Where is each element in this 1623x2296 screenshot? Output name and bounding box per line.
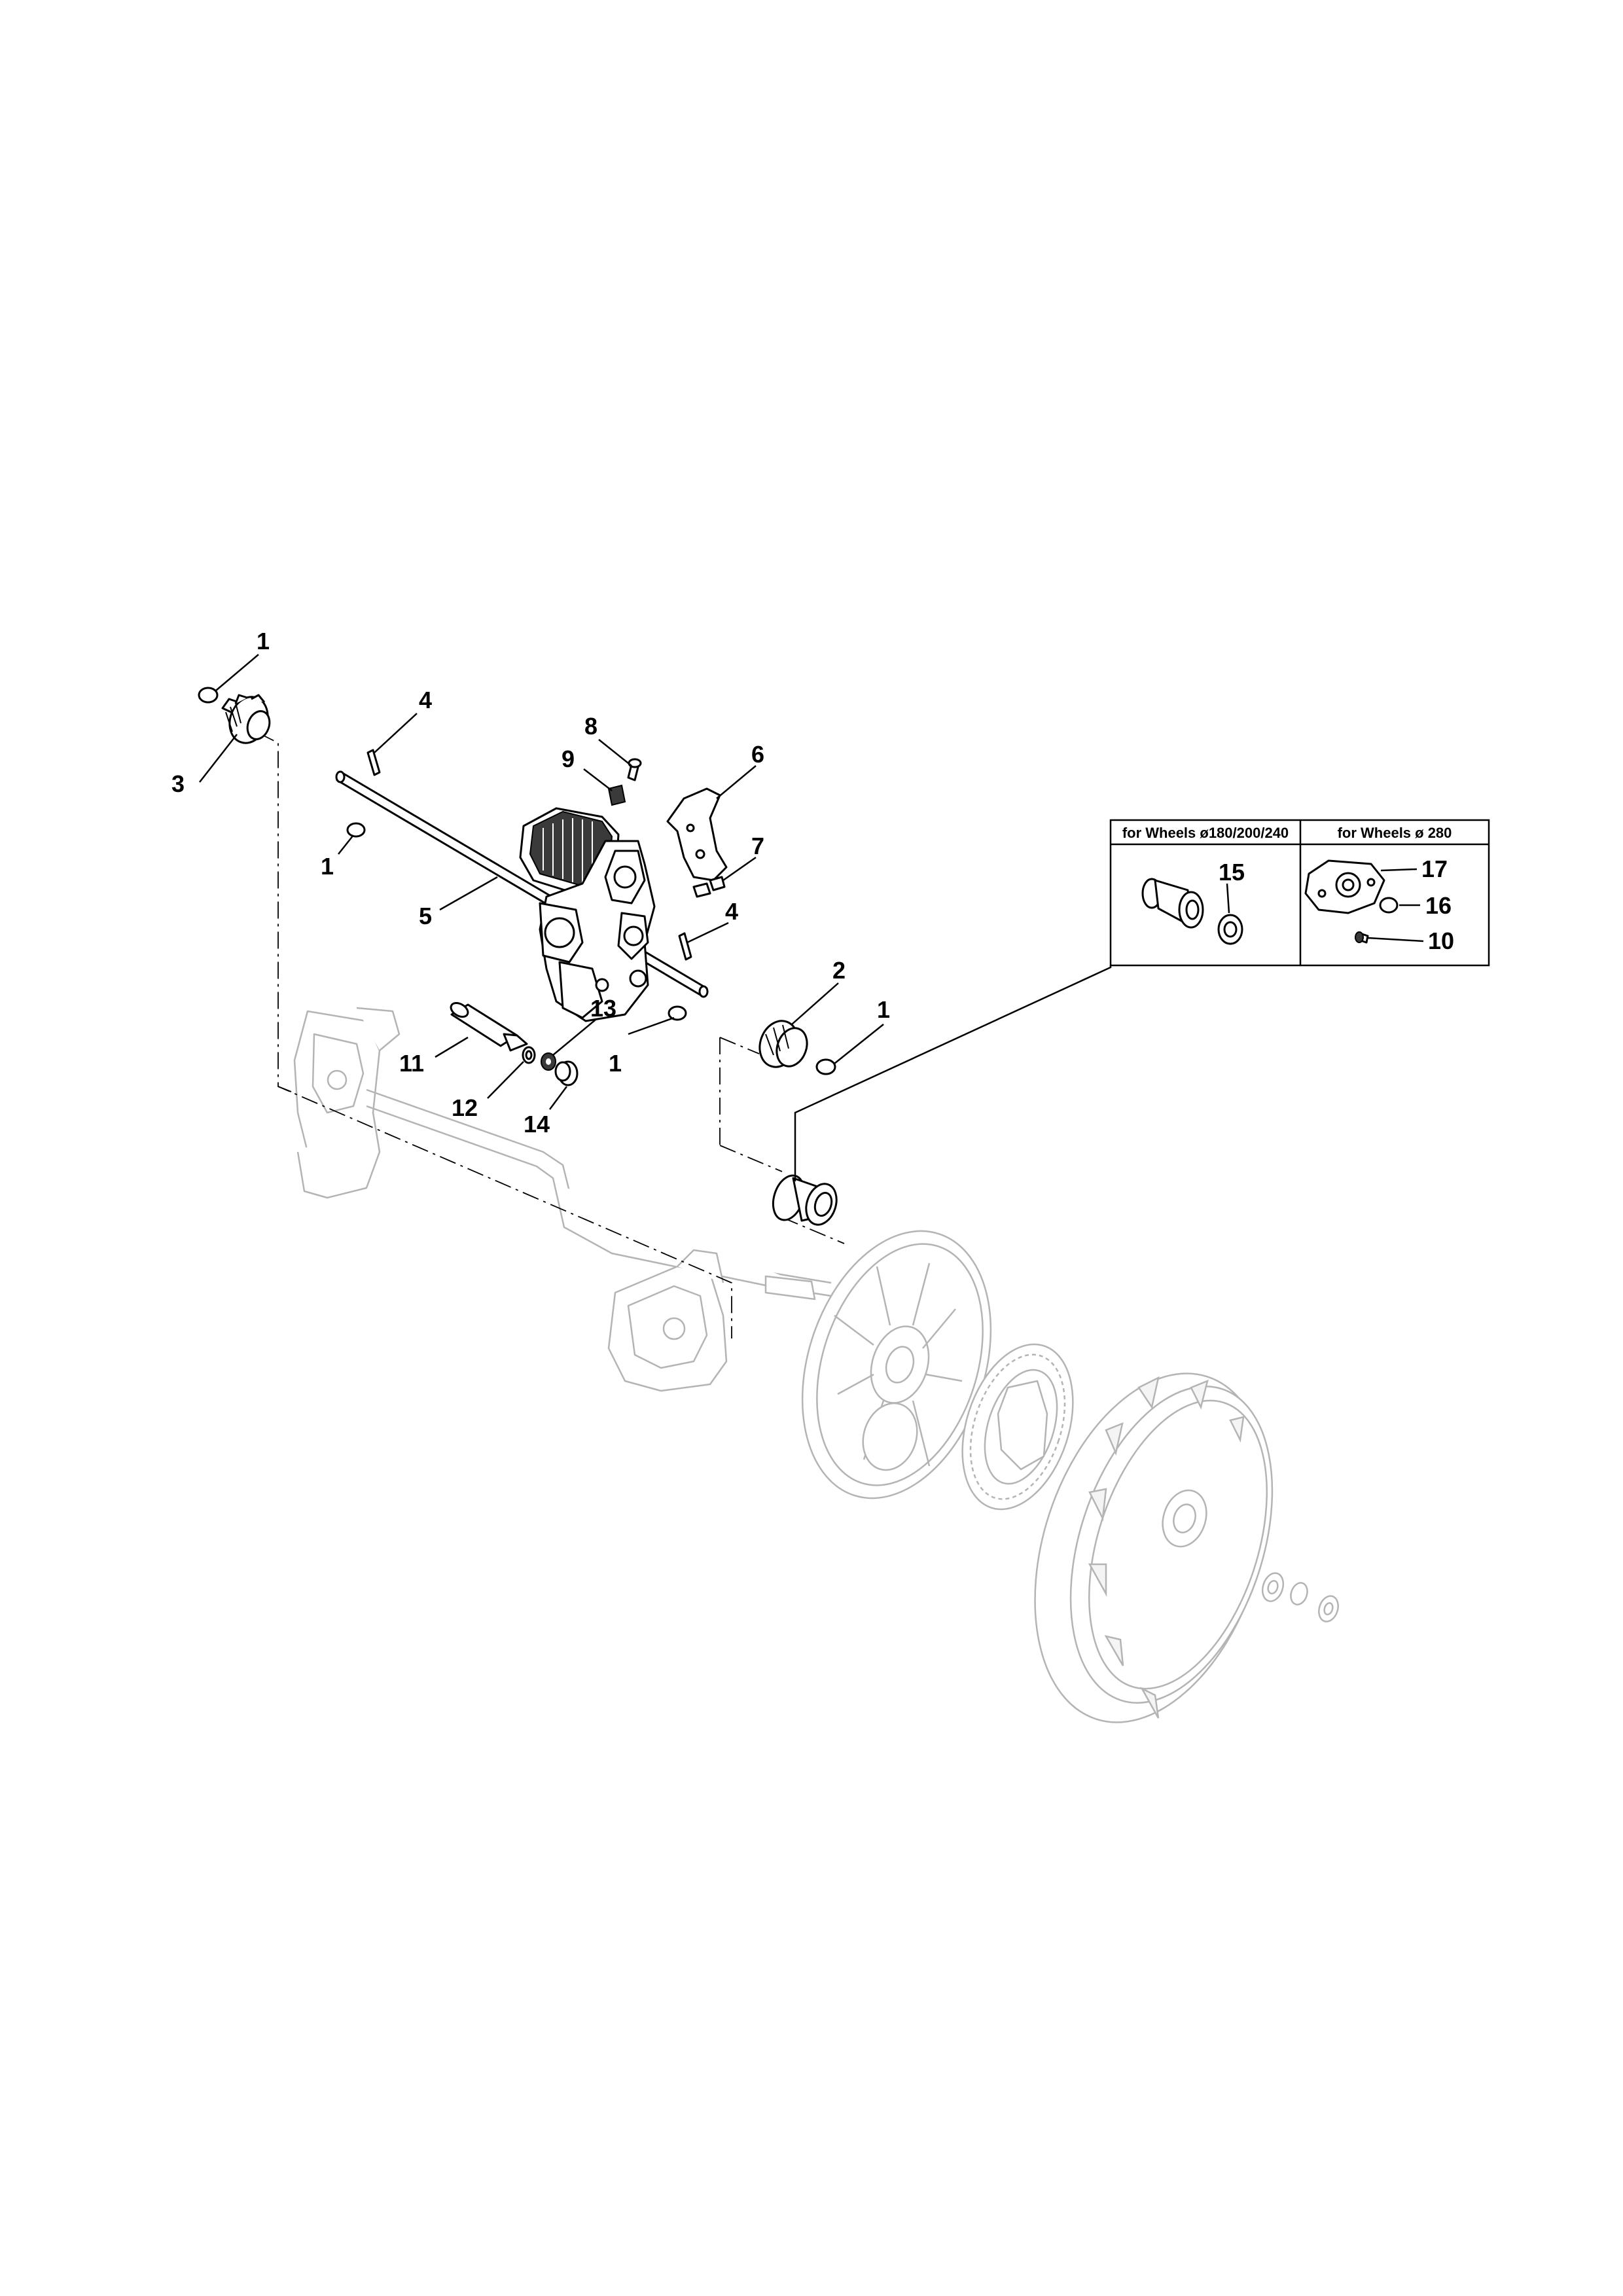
part-12-washer — [522, 1046, 536, 1064]
part-1-circlip-d — [815, 1058, 836, 1075]
ghost-right-bracket — [607, 1249, 728, 1392]
callout-numbers: 1 3 4 1 5 8 9 6 7 4 2 1 13 11 1 12 14 15… — [171, 628, 1454, 1138]
part-4-roll-pin-b — [678, 932, 692, 961]
assembly-centerlines — [258, 732, 845, 1338]
callout-6: 6 — [751, 741, 764, 768]
part-1-circlip-c — [668, 1005, 687, 1021]
callout-2: 2 — [832, 957, 846, 984]
part-6-bracket-plate — [666, 787, 728, 882]
part-15-hub-bearing — [1141, 878, 1243, 945]
ghost-axle — [366, 1088, 832, 1300]
gearbox-motor — [519, 807, 656, 1022]
ghost-left-bracket — [293, 1007, 401, 1199]
part-2-right-pinion — [758, 1020, 808, 1068]
part-1-circlip-a — [198, 687, 219, 704]
inset-title-right: for Wheels ø 280 — [1338, 825, 1452, 841]
part-16-oring — [1379, 897, 1399, 914]
inset-connector — [794, 965, 1112, 1181]
callout-14: 14 — [524, 1111, 550, 1138]
leader-lines — [199, 654, 1424, 1110]
part-7-screws — [692, 876, 726, 898]
callout-3: 3 — [171, 770, 185, 797]
callout-1-right: 1 — [877, 996, 890, 1023]
callout-8: 8 — [584, 713, 597, 740]
callout-1-mid-left: 1 — [321, 853, 334, 880]
callout-12: 12 — [452, 1094, 478, 1121]
part-10-screw — [1355, 931, 1369, 944]
callout-16: 16 — [1425, 892, 1452, 919]
part-3-left-pinion — [221, 694, 271, 744]
callout-15: 15 — [1219, 859, 1245, 886]
callout-13: 13 — [590, 995, 616, 1022]
ghost-gear-ring — [961, 1343, 1074, 1511]
callout-4-right: 4 — [725, 898, 738, 925]
ghost-wheel-cover — [801, 1230, 992, 1499]
callout-10: 10 — [1428, 927, 1454, 954]
callout-1-center: 1 — [609, 1050, 622, 1077]
part-1-circlip-b — [346, 822, 366, 838]
callout-17: 17 — [1421, 855, 1448, 882]
part-4-roll-pin-a — [366, 749, 381, 776]
inset-title-left: for Wheels ø180/200/240 — [1122, 825, 1289, 841]
part-17-hub-plate — [1304, 859, 1385, 914]
callout-9: 9 — [562, 745, 575, 772]
part-14-bushing — [554, 1060, 579, 1086]
part-8-screw — [627, 758, 642, 781]
hub-main-view — [772, 1174, 838, 1226]
callout-4-left: 4 — [419, 687, 432, 713]
ghost-context — [293, 1007, 1339, 1723]
callout-5: 5 — [419, 903, 432, 929]
variant-inset: for Wheels ø180/200/240 for Wheels ø 280 — [1109, 819, 1490, 967]
part-13-washer — [541, 1052, 556, 1071]
ghost-hardware — [1261, 1572, 1339, 1623]
callout-1-top-left: 1 — [257, 628, 270, 655]
part-9-block — [607, 784, 626, 806]
callout-11: 11 — [399, 1050, 424, 1077]
ghost-tyre — [1034, 1372, 1274, 1723]
part-11-pin — [450, 1002, 528, 1052]
callout-7: 7 — [751, 833, 764, 859]
part-5-drive-shaft — [335, 770, 709, 998]
